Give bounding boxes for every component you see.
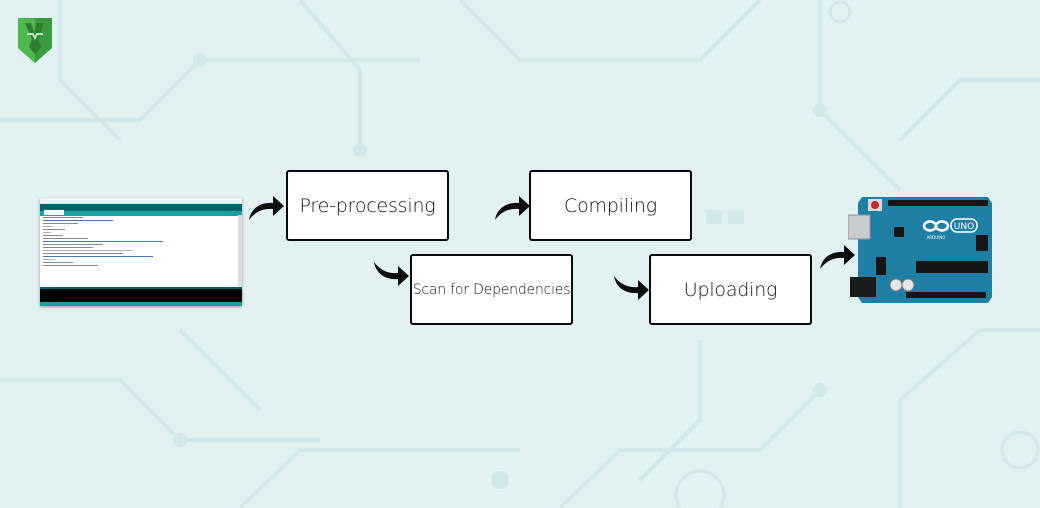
step-scan-for-dependencies: Scan for Dependencies [410,254,573,325]
ide-status-bar [40,287,242,289]
curved-arrow-icon [374,262,409,286]
ide-titlebar [40,198,242,204]
step-label: Scan for Dependencies [412,281,571,298]
step-label: Compiling [564,194,657,217]
arduino-uno-board: UNO ARDUINO [848,197,992,303]
ide-toolbar [40,204,242,211]
ide-tabbar [40,210,242,216]
step-label: Uploading [683,278,778,301]
logo-icon [18,18,52,63]
curved-arrow-icon [820,245,855,269]
step-uploading: Uploading [649,254,812,325]
ide-code-area [40,215,236,287]
step-compiling: Compiling [529,170,692,241]
arduino-ide-screenshot [40,198,242,306]
ide-scrollbar [238,215,242,287]
curved-arrow-icon [249,196,284,220]
board-brand-label: ARDUINO [927,235,946,240]
step-label: Pre-processing [299,194,436,217]
ide-footer [40,302,242,306]
board-model-label: UNO [954,222,974,232]
step-pre-processing: Pre-processing [286,170,449,241]
curved-arrow-icon [495,196,530,220]
ide-console [40,289,242,302]
curved-arrow-icon [614,276,649,300]
